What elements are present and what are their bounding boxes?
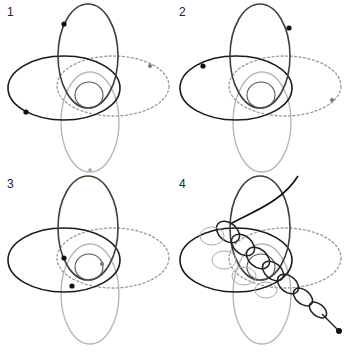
panel-number: 4	[178, 178, 187, 190]
panel-number: 3	[6, 178, 15, 190]
panel-number: 1	[6, 6, 15, 18]
panel-number: 2	[178, 6, 187, 18]
